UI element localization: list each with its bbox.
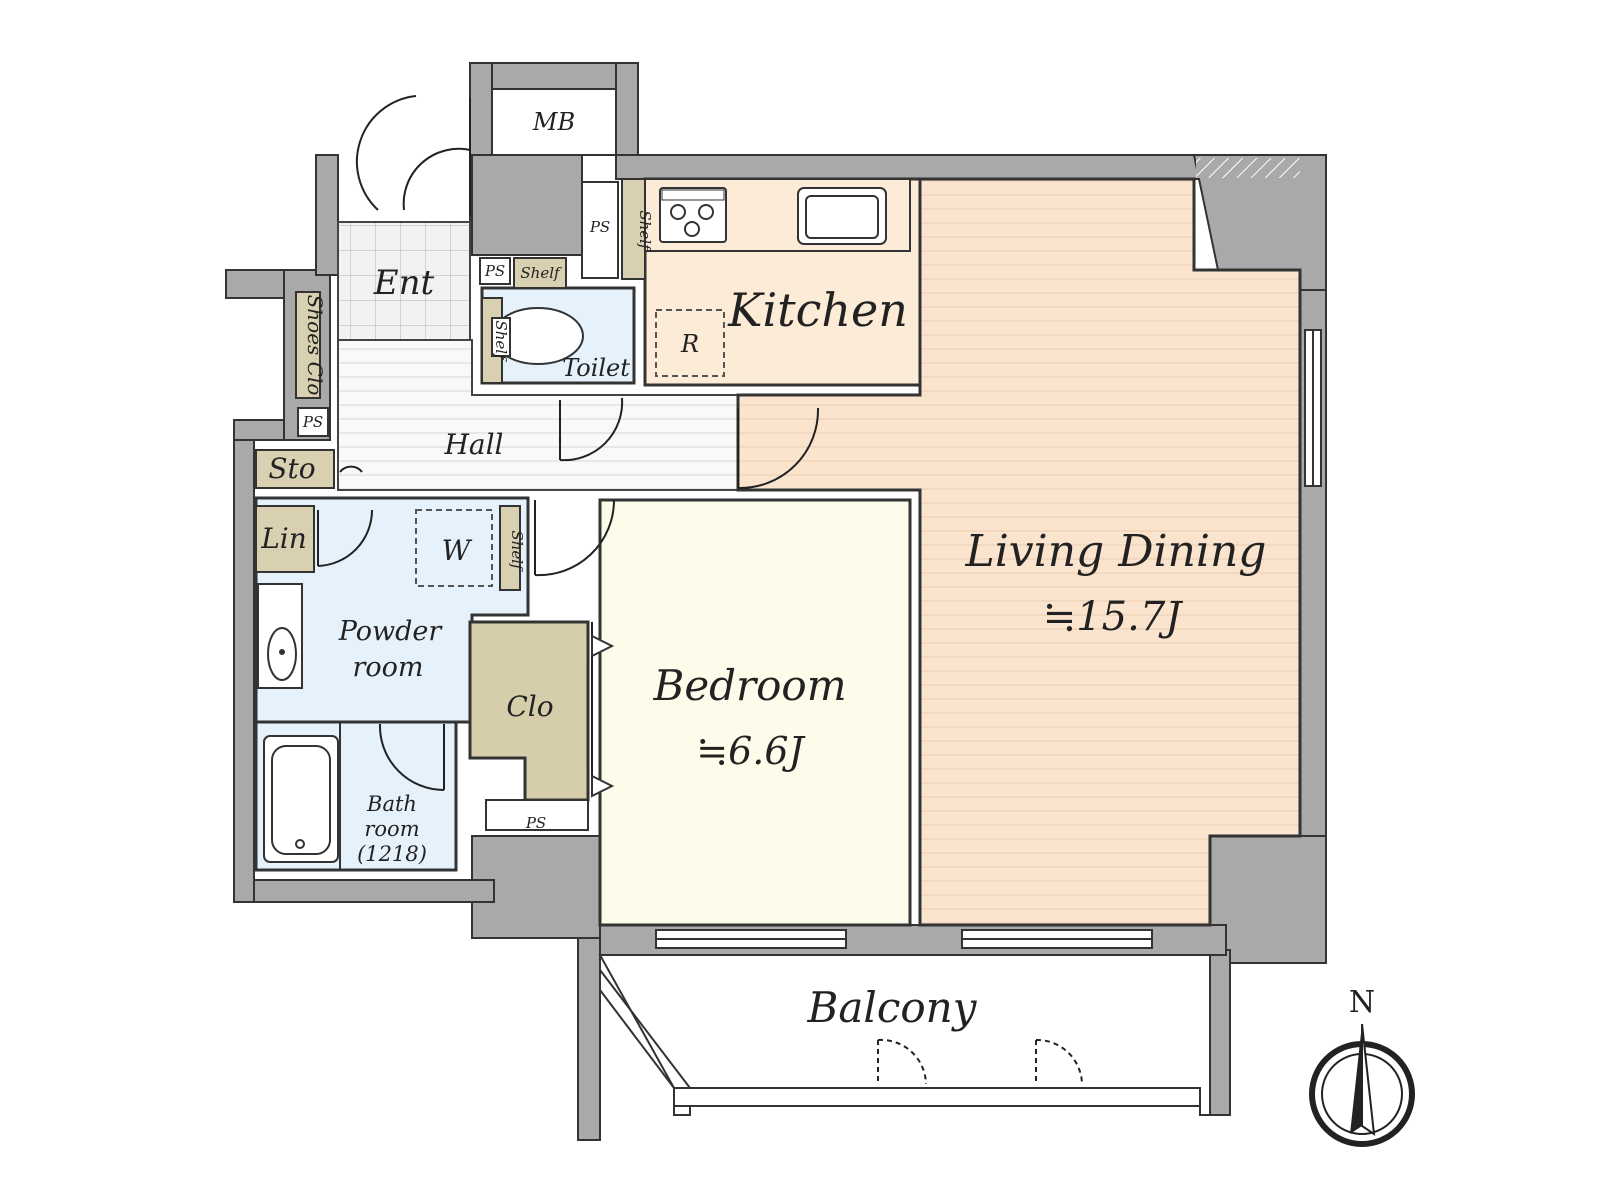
sto-closet bbox=[255, 449, 335, 489]
shelf-powder-label: Shelf bbox=[508, 530, 526, 572]
sink-icon bbox=[797, 187, 887, 245]
bath-room-label-line1: Bath bbox=[366, 792, 417, 816]
shelf-kitchen bbox=[621, 178, 646, 280]
washer-space bbox=[415, 509, 493, 587]
toilet-bowl-icon bbox=[491, 307, 584, 365]
washbasin-icon bbox=[257, 583, 303, 689]
kitchen-label: Kitchen bbox=[727, 283, 908, 337]
balcony-label: Balcony bbox=[807, 983, 978, 1032]
powder-room-label-line1: Powder bbox=[338, 616, 444, 647]
ps-toilet-box bbox=[479, 257, 511, 285]
closet-label: Clo bbox=[506, 690, 553, 723]
ps-kitchen-label: PS bbox=[589, 218, 610, 236]
living-dining-area-label: ≒15.7J bbox=[1043, 594, 1184, 640]
powder-room-label-line2: room bbox=[352, 652, 423, 683]
balcony-rail bbox=[673, 1087, 1201, 1107]
shoes-closet bbox=[295, 291, 321, 399]
stove-icon bbox=[659, 187, 727, 243]
sto-label: Sto bbox=[268, 452, 315, 485]
bath-room-label-line3: (1218) bbox=[357, 842, 427, 866]
shelf-powder bbox=[499, 505, 521, 591]
lin-closet bbox=[255, 505, 315, 573]
living-dining-floor bbox=[736, 177, 1302, 927]
mb-label: MB bbox=[532, 108, 575, 136]
r-label: R bbox=[680, 330, 699, 358]
bedroom-label: Bedroom bbox=[652, 661, 846, 710]
door-swings bbox=[317, 95, 1083, 1085]
bedroom-area-label: ≒6.6J bbox=[696, 729, 805, 773]
refrigerator-space bbox=[655, 309, 725, 377]
ent-label: Ent bbox=[373, 263, 435, 303]
shoes-closet-label: Shoes Clo bbox=[303, 295, 327, 396]
shelf-kitchen-label: Shelf bbox=[636, 210, 654, 252]
toilet-label: Toilet bbox=[562, 354, 630, 382]
shelf-toilet-top-label: Shelf bbox=[520, 264, 562, 282]
bedroom-floor bbox=[598, 498, 912, 927]
hall-label: Hall bbox=[443, 428, 503, 461]
ps-hall-label: PS bbox=[302, 413, 323, 431]
ps-kitchen-box bbox=[581, 181, 619, 279]
mb-closet bbox=[491, 88, 617, 156]
ps-toilet-label: PS bbox=[484, 262, 505, 280]
bathtub-icon bbox=[263, 735, 339, 863]
ps-hall-box bbox=[297, 407, 329, 437]
shelf-toilet-top bbox=[513, 257, 567, 289]
bath-room-label-line2: room bbox=[364, 817, 419, 841]
ps-bath-box bbox=[485, 799, 589, 831]
living-dining-label: Living Dining bbox=[965, 526, 1267, 577]
compass-north-label: N bbox=[1349, 985, 1375, 1020]
w-label: W bbox=[442, 534, 473, 567]
shelf-toilet-side-label: Shelf bbox=[492, 320, 510, 362]
windows bbox=[655, 158, 1322, 949]
ps-bath-label: PS bbox=[525, 814, 546, 832]
compass-icon: N bbox=[1309, 985, 1415, 1147]
lin-label: Lin bbox=[260, 522, 307, 555]
